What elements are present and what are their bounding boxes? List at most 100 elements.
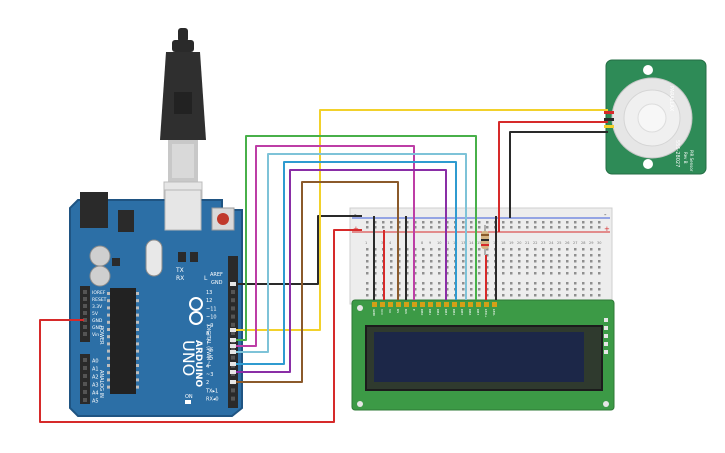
wire-d12-green[interactable]	[232, 135, 477, 341]
power-pin[interactable]	[83, 318, 87, 322]
wire-pir-signal-yellow[interactable]	[232, 109, 608, 331]
lcd-pin[interactable]	[484, 302, 489, 307]
breadboard-column-number: 1	[365, 241, 367, 245]
arduino-brand: ARDUINO	[193, 340, 203, 388]
wire-d2-brown[interactable]	[232, 181, 399, 383]
digital-pin-label: 8	[206, 331, 209, 337]
analog-pin[interactable]	[83, 382, 87, 386]
lcd-pin[interactable]	[468, 302, 473, 307]
lcd-pin[interactable]	[460, 302, 465, 307]
analog-pin[interactable]	[83, 358, 87, 362]
gnd-label: GND	[211, 280, 223, 286]
analog-pin-label: A2	[92, 375, 99, 381]
analog-pin[interactable]	[83, 374, 87, 378]
lcd-screen	[374, 332, 584, 382]
capacitor	[89, 245, 111, 267]
wire-pir-vcc-red[interactable]	[498, 121, 608, 232]
digital-pin[interactable]	[231, 322, 235, 327]
digital-pin-label: 4	[206, 364, 209, 370]
lcd-pin-label: DB6	[468, 309, 472, 315]
l-label: L	[204, 275, 208, 282]
lcd-pin-label: DB5	[460, 309, 464, 315]
wire-d11-magenta[interactable]	[232, 145, 415, 347]
lcd-pin[interactable]	[412, 302, 417, 307]
lcd-pin[interactable]	[436, 302, 441, 307]
power-pin-label: IOREF	[92, 290, 106, 296]
breadboard-column-number: 10	[437, 241, 441, 245]
digital-pin[interactable]	[231, 290, 235, 294]
breadboard-column-number: 20	[517, 241, 521, 245]
digital-pin[interactable]	[231, 298, 235, 303]
power-pin[interactable]	[83, 297, 87, 301]
lcd-pin-label: DB1	[428, 309, 432, 315]
power-pin-label: Vin	[92, 332, 99, 338]
analog-header	[80, 354, 90, 404]
digital-pin[interactable]	[231, 331, 235, 335]
wire-5v-red[interactable]	[39, 229, 362, 423]
wire-gnd-black[interactable]	[232, 215, 362, 285]
lcd-pin[interactable]	[404, 302, 409, 307]
lcd-pin-label: RW	[404, 309, 408, 314]
power-pin[interactable]	[83, 290, 87, 294]
lcd-pin[interactable]	[476, 302, 481, 307]
lcd-pin[interactable]	[420, 302, 425, 307]
analog-pin[interactable]	[83, 390, 87, 394]
analog-pin-label: A4	[92, 391, 99, 397]
lcd-pin[interactable]	[396, 302, 401, 307]
digital-pin[interactable]	[231, 388, 235, 393]
pir-sensor[interactable]: PARALLAX 555-28027 PIR Sensor Rev B	[604, 59, 707, 175]
digital-pin[interactable]	[231, 306, 235, 311]
analog-pin-label: A5	[92, 399, 99, 405]
digital-pin-label: RX◂0	[206, 397, 219, 403]
analog-pin[interactable]	[83, 366, 87, 370]
lcd-pin-label: LED-	[492, 309, 496, 316]
lcd-pin-label: VCC	[380, 309, 384, 315]
lcd-pin[interactable]	[452, 302, 457, 307]
power-pin[interactable]	[83, 304, 87, 308]
digital-pin-label: ~6	[206, 347, 213, 353]
digital-pin[interactable]	[231, 396, 235, 401]
wire-d3-purple[interactable]	[232, 169, 447, 373]
lcd-pin[interactable]	[428, 302, 433, 307]
lcd-pin-label: LED+	[484, 309, 488, 318]
wire-pir-gnd-black[interactable]	[509, 131, 608, 218]
breadboard-column-number: 24	[549, 241, 554, 245]
lcd-pin-label: V0	[388, 309, 392, 313]
lcd-pin-label: E	[412, 309, 416, 311]
tx-label: TX	[175, 267, 184, 274]
digital-pin-label: ~5	[206, 356, 213, 362]
power-pin[interactable]	[83, 325, 87, 329]
analog-pin[interactable]	[83, 398, 87, 402]
power-pin[interactable]	[83, 311, 87, 315]
lcd-pin[interactable]	[388, 302, 393, 307]
breadboard-column-number: 30	[597, 241, 601, 245]
lcd-pin[interactable]	[372, 302, 377, 307]
digital-pin-label: TX▸1	[205, 388, 218, 394]
digital-pin[interactable]	[231, 314, 235, 319]
digital-pin-label: ~9	[206, 323, 213, 329]
digital-pin-label: 12	[206, 298, 212, 304]
arduino-uno-board[interactable]: TX RX L ARDUINO UNO ON DIGITAL (PWM~) PO…	[69, 189, 243, 417]
wire-d4-blue[interactable]	[232, 161, 457, 365]
digital-pin[interactable]	[231, 347, 235, 352]
lcd-pin-label: RS	[396, 309, 400, 313]
breadboard-column-number: 15	[477, 241, 481, 245]
digital-pin[interactable]	[231, 355, 235, 360]
lcd-pin[interactable]	[444, 302, 449, 307]
breadboard[interactable]: - + - + 12345678910111213141516171819202…	[349, 207, 613, 305]
breadboard-column-number: 22	[533, 241, 537, 245]
breadboard-column-number: 27	[573, 241, 577, 245]
breadboard-column-number: 23	[541, 241, 545, 245]
lcd-pin-label: DB3	[444, 309, 448, 315]
breadboard-column-number: 28	[581, 241, 585, 245]
atmega-chip	[110, 288, 136, 394]
wire-d5-lightblue[interactable]	[232, 153, 467, 353]
digital-pin-label: ~11	[206, 306, 217, 312]
lcd-pin[interactable]	[492, 302, 497, 307]
lcd-pin[interactable]	[380, 302, 385, 307]
aref-label: AREF	[210, 272, 223, 278]
power-pin[interactable]	[83, 332, 87, 336]
lcd-pin-label: DB4	[452, 309, 456, 315]
